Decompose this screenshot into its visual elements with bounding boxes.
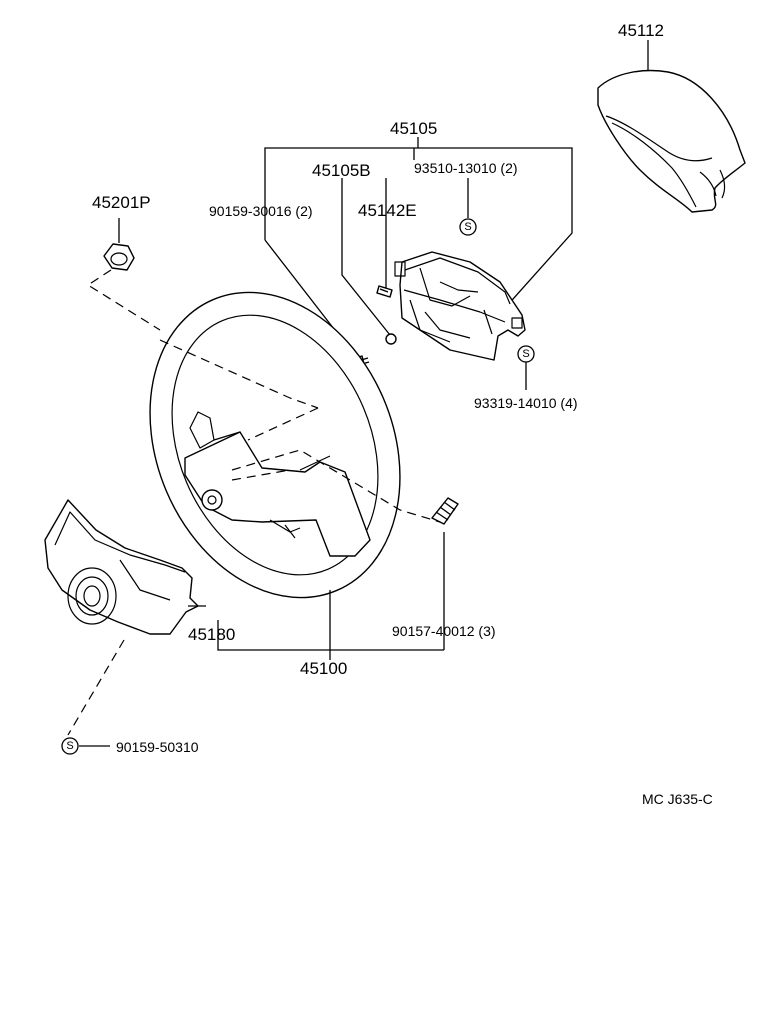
- label-45100: 45100: [300, 659, 347, 678]
- screw-45142e: [376, 285, 393, 298]
- assembly-dashed-lines: [67, 269, 441, 736]
- s-symbol-text: S: [66, 740, 73, 752]
- s-symbol-90159-50310: S: [61, 737, 110, 755]
- s-symbol-text: S: [464, 221, 471, 233]
- diagram-reference-code: MC J635-C: [642, 791, 713, 807]
- label-45201p: 45201P: [92, 193, 151, 212]
- bracket-module-45105: [394, 251, 526, 361]
- label-93510-13010: 93510-13010 (2): [414, 160, 518, 176]
- label-93319-14010: 93319-14010 (4): [474, 395, 578, 411]
- bracket-45100: [217, 590, 444, 660]
- label-45105: 45105: [390, 119, 437, 138]
- pad-cover-45112: [597, 69, 746, 213]
- label-90157-40012: 90157-40012 (3): [392, 623, 496, 639]
- nut-45201p: [103, 218, 135, 271]
- s-symbol-93510: S: [459, 218, 477, 236]
- lower-cover-45180: [44, 499, 206, 635]
- steering-wheel-45100: [149, 291, 401, 599]
- nut-45105b: [385, 333, 397, 345]
- s-symbol-text: S: [522, 348, 529, 360]
- label-90159-50310: 90159-50310: [116, 739, 199, 755]
- label-45105b: 45105B: [312, 161, 371, 180]
- label-45112: 45112: [618, 21, 664, 40]
- label-90159-30016: 90159-30016 (2): [209, 203, 313, 219]
- label-45142e: 45142E: [358, 201, 417, 220]
- label-45180: 45180: [188, 625, 235, 644]
- screw-90157-40012: [431, 497, 459, 650]
- s-symbol-93319: S: [517, 345, 535, 390]
